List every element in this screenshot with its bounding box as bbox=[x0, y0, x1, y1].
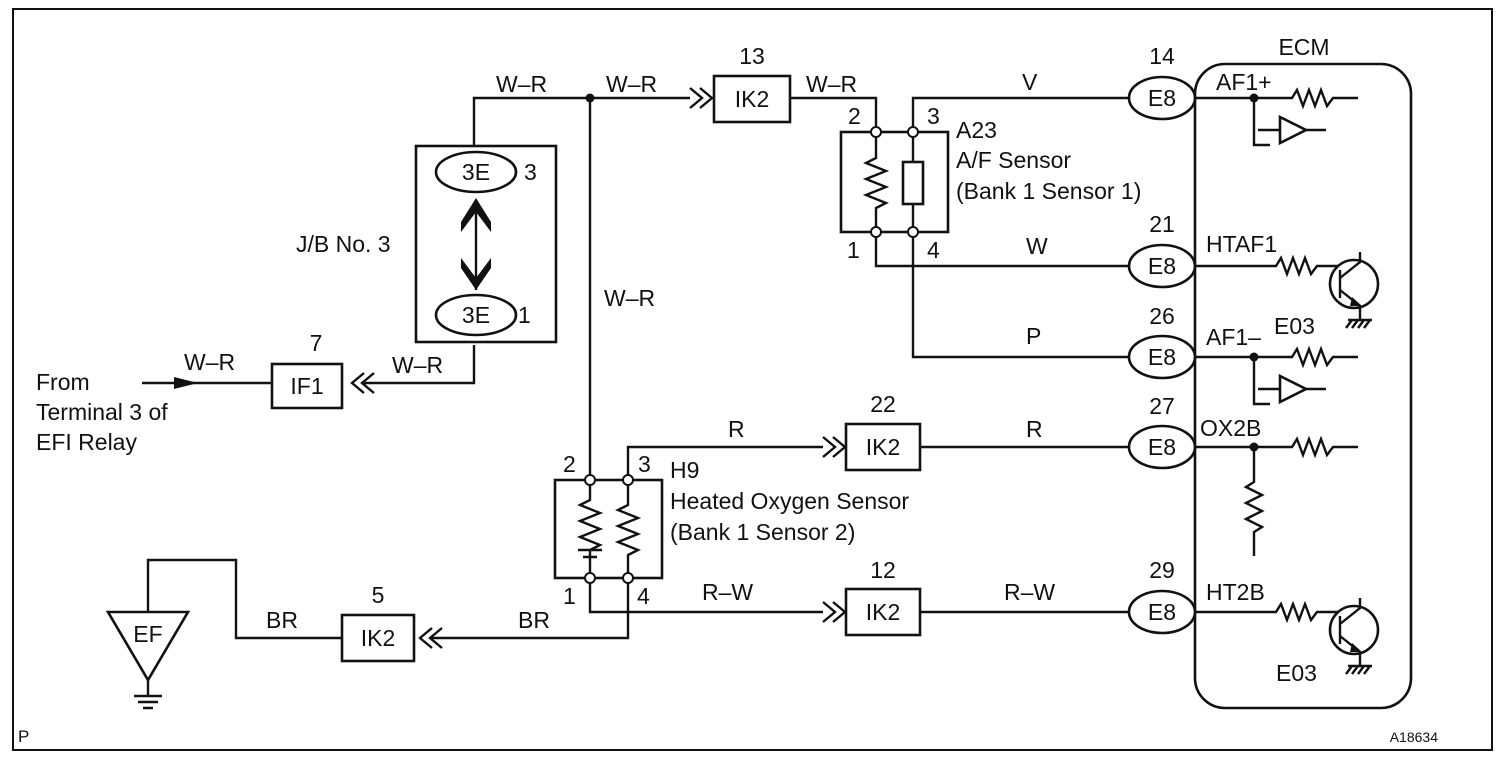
ecm-signal: AF1– bbox=[1206, 324, 1261, 350]
jb-bottom-label: 3E bbox=[462, 302, 490, 328]
wire-label: W–R bbox=[604, 285, 655, 311]
ho2-sensor-bank: (Bank 1 Sensor 2) bbox=[670, 519, 855, 545]
source-line3: EFI Relay bbox=[36, 429, 137, 455]
e8-pin: 21 bbox=[1149, 211, 1175, 237]
connector-ik2-5 bbox=[340, 613, 416, 663]
jb-bottom-pin: 1 bbox=[518, 302, 531, 328]
connector-ik2-22 bbox=[844, 422, 922, 472]
source-line1: From bbox=[36, 369, 90, 395]
ecm-signal: AF1+ bbox=[1216, 69, 1272, 95]
wire-label: V bbox=[1022, 69, 1038, 95]
if1-label: IF1 bbox=[290, 373, 323, 399]
ho2-pin-3: 3 bbox=[638, 451, 651, 477]
ik2-13-pin: 13 bbox=[739, 43, 765, 69]
source-line2: Terminal 3 of bbox=[36, 399, 168, 425]
ik2-22-label: IK2 bbox=[866, 434, 901, 460]
ho2-pin-2: 2 bbox=[563, 451, 576, 477]
wire-label: R–W bbox=[1004, 579, 1055, 605]
ik2-5-pin: 5 bbox=[372, 582, 385, 608]
ik2-22-pin: 22 bbox=[870, 391, 896, 417]
af-pin-3: 3 bbox=[927, 103, 940, 129]
af-pin-2: 2 bbox=[848, 103, 861, 129]
ik2-12-pin: 12 bbox=[870, 557, 896, 583]
e03-label: E03 bbox=[1276, 660, 1317, 686]
e8-pin: 14 bbox=[1149, 43, 1175, 69]
ef-ground-triangle bbox=[105, 610, 191, 683]
ik2-12-label: IK2 bbox=[866, 599, 901, 625]
ecm-title: ECM bbox=[1278, 34, 1329, 60]
transistor-icon bbox=[1328, 258, 1380, 310]
jb-top-label: 3E bbox=[462, 159, 490, 185]
ecm-signal: OX2B bbox=[1200, 415, 1261, 441]
wire-label: W bbox=[1026, 233, 1048, 259]
ik2-13-label: IK2 bbox=[735, 86, 770, 112]
e8-pin: 27 bbox=[1149, 393, 1175, 419]
af-sensor-bank: (Bank 1 Sensor 1) bbox=[956, 178, 1141, 204]
ho2-pin-1: 1 bbox=[563, 583, 576, 609]
wire-label: BR bbox=[266, 607, 298, 633]
e8-label: E8 bbox=[1148, 434, 1176, 460]
connector-if1 bbox=[270, 362, 344, 410]
diagram-frame bbox=[12, 8, 1493, 751]
transistor-icon bbox=[1328, 604, 1380, 656]
e8-label: E8 bbox=[1148, 85, 1176, 111]
wire-label: BR bbox=[518, 607, 550, 633]
wire-label: R–W bbox=[702, 579, 753, 605]
wire-label: R bbox=[728, 416, 745, 442]
e8-label: E8 bbox=[1148, 599, 1176, 625]
e8-label: E8 bbox=[1148, 344, 1176, 370]
jb-top-pin: 3 bbox=[524, 159, 537, 185]
figure-code: A18634 bbox=[1390, 729, 1438, 745]
ho2-sensor-name: Heated Oxygen Sensor bbox=[670, 488, 909, 514]
e8-label: E8 bbox=[1148, 253, 1176, 279]
wire-label: W–R bbox=[184, 349, 235, 375]
if1-pin: 7 bbox=[310, 330, 323, 356]
wire-label: P bbox=[1026, 323, 1041, 349]
wire-label: W–R bbox=[806, 71, 857, 97]
connector-ik2-13 bbox=[712, 74, 792, 124]
e8-pin: 29 bbox=[1149, 557, 1175, 583]
wire-label: W–R bbox=[496, 71, 547, 97]
jb-name: J/B No. 3 bbox=[296, 231, 391, 257]
ik2-5-label: IK2 bbox=[361, 625, 396, 651]
af-pin-4: 4 bbox=[927, 237, 940, 263]
ho2-sensor-body bbox=[553, 478, 664, 580]
ecm-signal: HT2B bbox=[1206, 579, 1265, 605]
connector-ik2-12 bbox=[844, 587, 922, 637]
e8-pin: 26 bbox=[1149, 303, 1175, 329]
jb-connector-bottom bbox=[434, 293, 518, 337]
ho2-pin-4: 4 bbox=[637, 583, 650, 609]
e03-label: E03 bbox=[1274, 313, 1315, 339]
wire-label: R bbox=[1026, 416, 1043, 442]
ecm-signal: HTAF1 bbox=[1206, 231, 1277, 257]
wire-label: W–R bbox=[606, 71, 657, 97]
ground-label: EF bbox=[133, 621, 162, 647]
page-marker: P bbox=[18, 727, 29, 746]
ecm-box bbox=[1193, 62, 1413, 710]
jb-connector-top bbox=[434, 150, 518, 194]
af-sensor-body bbox=[839, 130, 950, 234]
wire-label: W–R bbox=[392, 352, 443, 378]
af-sensor-name: A/F Sensor bbox=[956, 147, 1071, 173]
af-sensor-id: A23 bbox=[956, 117, 997, 143]
af-pin-1: 1 bbox=[847, 237, 860, 263]
ho2-sensor-id: H9 bbox=[670, 457, 699, 483]
